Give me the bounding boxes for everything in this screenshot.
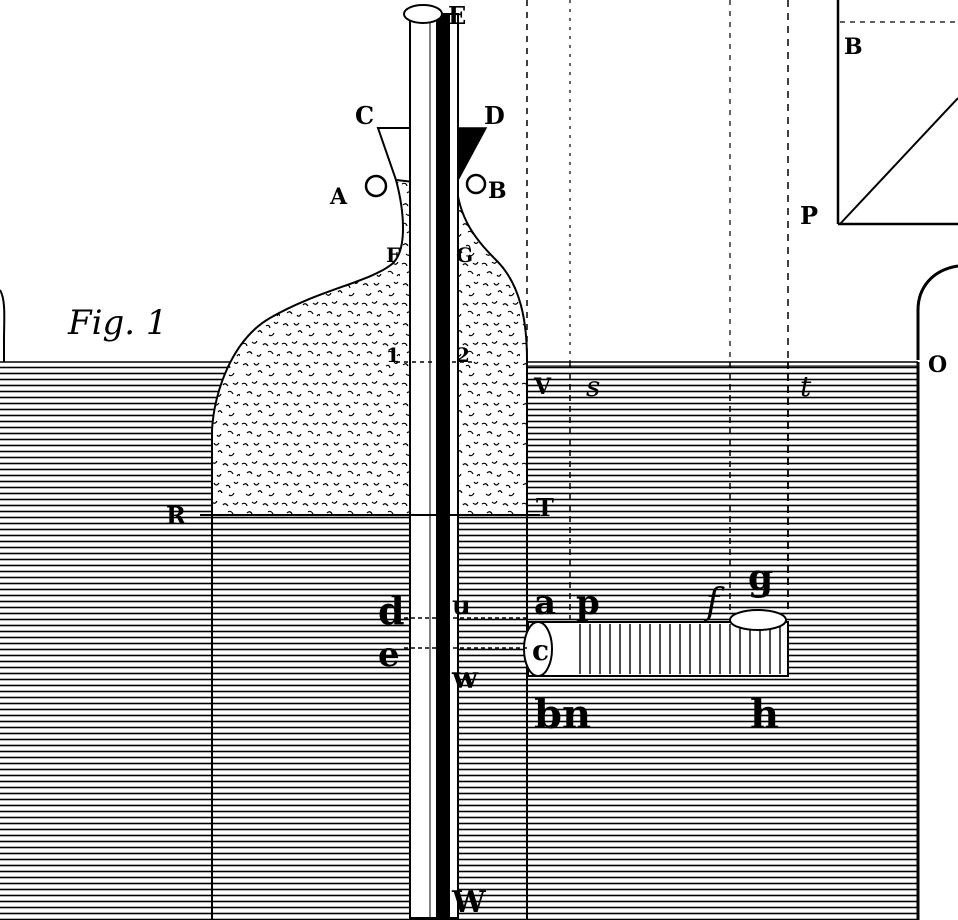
label-b-left: B <box>488 178 507 204</box>
label-p-lower: p <box>576 583 600 623</box>
label-g-upper: G <box>456 243 473 267</box>
label-a: A <box>329 184 348 210</box>
vessel-left-rim <box>0 289 6 362</box>
label-s: s <box>586 370 600 403</box>
tube-shadow <box>436 14 450 918</box>
label-2: 2 <box>456 343 470 367</box>
box-pb-diagonal <box>839 97 958 225</box>
label-d: D <box>484 101 505 130</box>
label-g-lower: g <box>748 557 773 599</box>
label-e: E <box>448 1 466 30</box>
label-p-upper: P <box>800 201 818 230</box>
label-t-upper: T <box>536 493 554 522</box>
tube-top <box>403 4 443 24</box>
label-v: V <box>533 374 552 400</box>
label-u: u <box>452 591 471 621</box>
label-w-bottom: W <box>451 885 487 920</box>
label-1: 1 <box>386 343 400 367</box>
label-a-lower: a <box>534 583 556 623</box>
cylinder-cap-g <box>729 609 787 631</box>
label-t: t <box>800 370 812 403</box>
box-pb <box>838 22 958 224</box>
label-b-top: B <box>844 34 863 60</box>
label-e-lower: e <box>378 635 400 675</box>
cylinder-end <box>523 621 553 677</box>
curl-a <box>364 174 388 198</box>
label-c: C <box>355 101 374 130</box>
curl-b <box>465 173 487 195</box>
tube <box>409 13 459 919</box>
label-bn: bn <box>534 691 591 738</box>
label-d-lower: d <box>378 588 405 633</box>
label-r: R <box>166 501 187 530</box>
vessel-right-rim <box>916 264 958 360</box>
cylinder-shading <box>579 624 781 674</box>
label-o: O <box>928 352 947 378</box>
label-w-mid: w <box>451 661 479 696</box>
figure-caption: Fig. 1 <box>67 303 167 343</box>
label-c-lower: c <box>532 634 549 667</box>
label-f-upper: F <box>386 243 400 267</box>
label-h: h <box>750 691 779 738</box>
